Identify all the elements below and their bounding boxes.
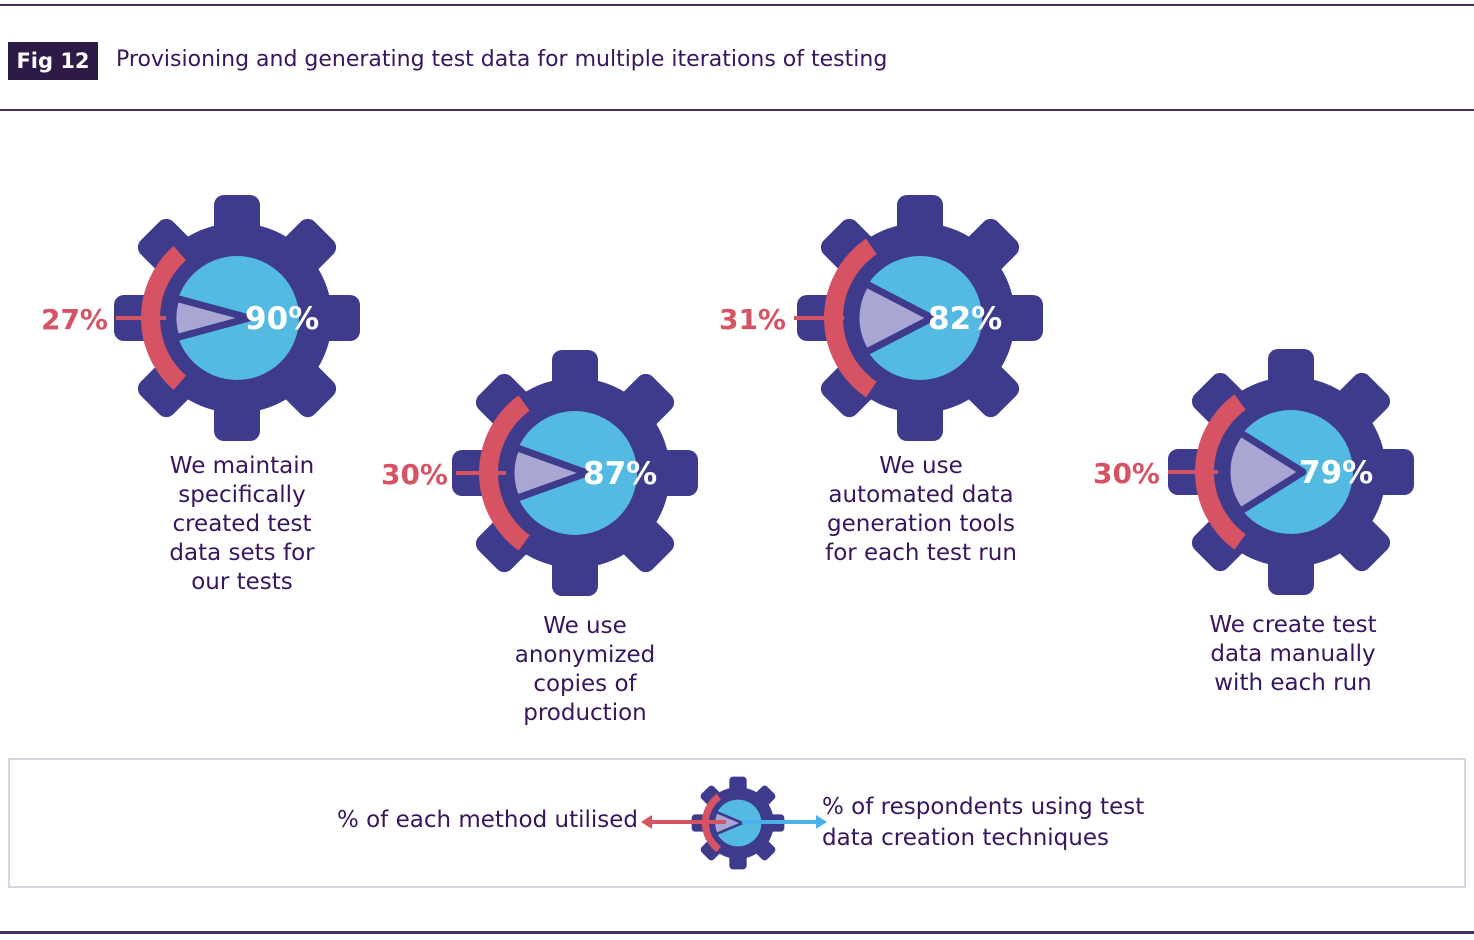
caption-line: created test — [172, 511, 312, 537]
gear-caption: We create test data manually with each r… — [1123, 611, 1463, 698]
header-rule — [0, 109, 1474, 111]
callout-line — [794, 316, 844, 320]
caption-line: for each test run — [825, 540, 1017, 566]
gear-caption: We use anonymized copies of production — [415, 612, 755, 728]
caption-line: generation tools — [827, 511, 1015, 537]
respondents-pct-value: 87% — [583, 456, 658, 492]
caption-line: anonymized — [514, 642, 656, 668]
utilised-pct-value: 31% — [718, 303, 786, 336]
figure-badge: Fig 12 — [8, 42, 98, 80]
callout-line — [116, 316, 166, 320]
gear-pie-automated-icon — [790, 188, 1050, 448]
utilised-pct-value: 30% — [1092, 457, 1160, 490]
caption-line: We create test — [1209, 612, 1377, 638]
legend-respondents-label: % of respondents using test data creatio… — [822, 792, 1144, 854]
figure-title: Provisioning and generating test data fo… — [116, 47, 888, 72]
caption-line: data sets for — [169, 540, 315, 566]
caption-line: We maintain — [169, 453, 315, 479]
caption-line: specifically — [178, 482, 306, 508]
legend-respondents-line: data creation techniques — [822, 825, 1109, 851]
caption-line: data manually — [1210, 641, 1376, 667]
top-rule — [0, 4, 1474, 6]
utilised-pct-value: 27% — [40, 303, 108, 336]
caption-line: We use — [543, 613, 627, 639]
legend-blue-arrow-line — [742, 820, 818, 824]
caption-line: production — [523, 700, 647, 726]
callout-line — [456, 471, 506, 475]
caption-line: with each run — [1214, 670, 1372, 696]
gear-pie-manual-icon — [1161, 342, 1421, 602]
legend-respondents-line: % of respondents using test — [822, 794, 1145, 820]
gear-caption: We use automated data generation tools f… — [751, 452, 1091, 568]
utilised-pct-value: 30% — [380, 458, 448, 491]
respondents-pct-value: 82% — [928, 301, 1003, 337]
bottom-rule — [0, 931, 1474, 934]
gear-pie-maintain-icon — [107, 188, 367, 448]
callout-line — [1168, 470, 1218, 474]
respondents-pct-value: 90% — [245, 301, 320, 337]
legend-blue-arrowhead-icon — [816, 815, 827, 829]
gear-caption: We maintain specifically created test da… — [72, 452, 412, 597]
caption-line: our tests — [191, 569, 293, 595]
legend-red-arrowhead-icon — [641, 815, 652, 829]
gear-pie-anonymized-icon — [445, 343, 705, 603]
legend-utilised-label: % of each method utilised — [336, 807, 638, 833]
legend-red-arrow-line — [650, 820, 726, 824]
respondents-pct-value: 79% — [1299, 455, 1374, 491]
caption-line: copies of — [533, 671, 637, 697]
caption-line: automated data — [828, 482, 1014, 508]
caption-line: We use — [879, 453, 963, 479]
